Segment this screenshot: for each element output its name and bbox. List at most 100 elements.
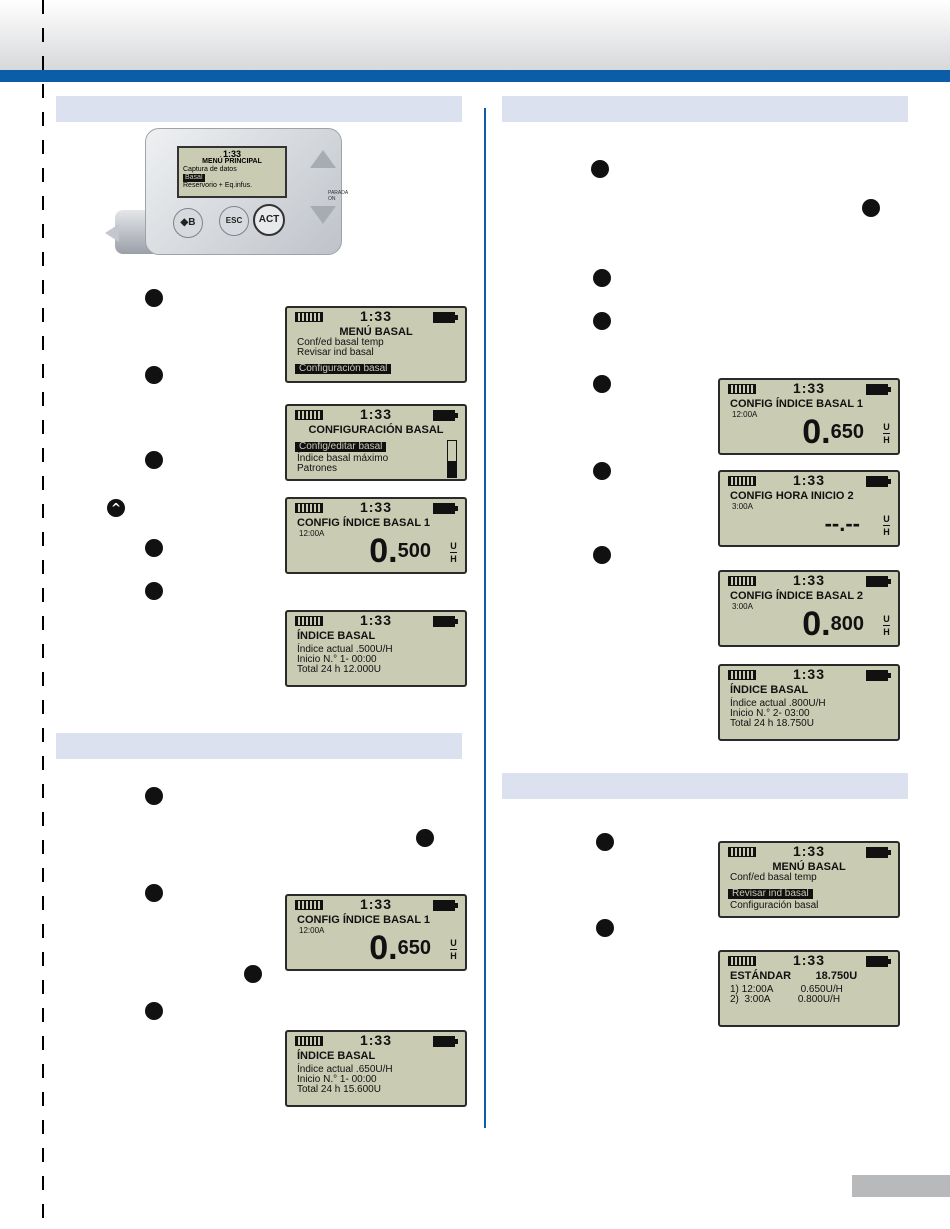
lcd-clock: 1:33 — [792, 472, 826, 488]
reservoir-icon — [728, 670, 756, 680]
lcd-start-time: 3:00A — [732, 602, 753, 611]
lcd-clock: 1:33 — [792, 666, 826, 682]
reservoir-icon — [295, 616, 323, 626]
pump-menu-title: MENÚ PRINCIPAL — [202, 158, 262, 165]
lcd-line: 2) 3:00A 0.800U/H — [730, 994, 841, 1005]
step-marker — [593, 312, 611, 330]
battery-icon — [433, 503, 458, 514]
lcd-line: Conf/ed basal temp — [730, 872, 817, 883]
pump-menu-item: Reservorio + Eq.infus. — [183, 182, 253, 189]
lcd-config-indice-basal: 1:33 CONFIG ÍNDICE BASAL 1 12:00A 0.650 … — [718, 378, 900, 455]
lcd-line: Patrones — [297, 463, 338, 474]
step-marker — [145, 787, 163, 805]
lcd-line: Índice basal máximo — [297, 453, 389, 464]
battery-icon — [433, 900, 458, 911]
section-bar-right-bottom — [502, 773, 908, 799]
step-marker — [145, 1002, 163, 1020]
lcd-line: 1) 12:00A 0.650U/H — [730, 984, 843, 995]
pump-side-label: PARADA ON — [328, 190, 348, 202]
lcd-clock: 1:33 — [359, 499, 393, 515]
lcd-config-indice-basal: 1:33 CONFIG ÍNDICE BASAL 1 12:00A 0.650 … — [285, 894, 467, 971]
lcd-title: ÍNDICE BASAL — [730, 684, 809, 696]
lcd-line: Total 24 h 15.600U — [297, 1084, 381, 1095]
lcd-clock: 1:33 — [792, 380, 826, 396]
lcd-estandar-review: 1:33 ESTÁNDAR 18.750U 1) 12:00A 0.650U/H… — [718, 950, 900, 1027]
lcd-title: CONFIG ÍNDICE BASAL 1 — [297, 517, 431, 529]
column-divider — [484, 108, 486, 1128]
pump-clock: 1:33 — [222, 149, 241, 159]
reservoir-icon — [728, 384, 756, 394]
margin-dashes — [42, 0, 44, 1229]
reservoir-icon — [728, 956, 756, 966]
step-marker — [145, 539, 163, 557]
step-marker — [416, 829, 434, 847]
lcd-title: CONFIG ÍNDICE BASAL 1 — [297, 914, 431, 926]
page-tab — [852, 1175, 950, 1197]
lcd-clock: 1:33 — [359, 896, 393, 912]
step-marker — [244, 965, 262, 983]
battery-icon — [866, 384, 891, 395]
battery-icon — [433, 312, 458, 323]
lcd-clock: 1:33 — [792, 843, 826, 859]
lcd-rate-value: 0.500 — [369, 532, 431, 570]
pump-b-button: ◆B — [173, 208, 203, 238]
step-marker — [145, 366, 163, 384]
lcd-line: Configuración basal — [730, 900, 819, 911]
battery-icon — [866, 576, 891, 587]
lcd-line: Revisar ind basal — [297, 347, 374, 358]
lcd-clock: 1:33 — [359, 1032, 393, 1048]
reservoir-icon — [295, 900, 323, 910]
step-marker — [145, 582, 163, 600]
lcd-indice-basal: 1:33 ÍNDICE BASAL Índice actual .800U/H … — [718, 664, 900, 741]
battery-icon — [433, 616, 458, 627]
lcd-line: Inicio N.° 2- 03:00 — [730, 708, 810, 719]
lcd-title: MENÚ BASAL — [772, 861, 846, 873]
battery-icon — [866, 476, 891, 487]
reservoir-icon — [295, 410, 323, 420]
lcd-clock: 1:33 — [359, 308, 393, 324]
lcd-indice-basal: 1:33 ÍNDICE BASAL Índice actual .650U/H … — [285, 1030, 467, 1107]
pump-act-button: ACT — [253, 204, 285, 236]
lcd-rate-placeholder: --.-- — [824, 511, 860, 536]
step-marker — [593, 546, 611, 564]
lcd-line: Inicio N.° 1- 00:00 — [297, 1074, 377, 1085]
lcd-rate-value: 0.650 — [802, 413, 864, 451]
lcd-line: Índice actual .800U/H — [730, 698, 826, 709]
section-bar-left-bottom — [56, 733, 462, 759]
lcd-menu-basal: 1:33 MENÚ BASAL Conf/ed basal temp Revis… — [285, 306, 467, 383]
lcd-title: ESTÁNDAR 18.750U — [730, 970, 858, 982]
reservoir-icon — [295, 1036, 323, 1046]
reservoir-icon — [295, 312, 323, 322]
lcd-line: Total 24 h 18.750U — [730, 718, 814, 729]
lcd-config-indice-basal: 1:33 CONFIG ÍNDICE BASAL 1 12:00A 0.500 … — [285, 497, 467, 574]
step-marker — [593, 269, 611, 287]
lcd-line: Inicio N.° 1- 00:00 — [297, 654, 377, 665]
lcd-line-selected: Config/editar basal — [295, 442, 387, 452]
pump-menu-item: Captura de datos — [183, 166, 237, 173]
step-marker — [145, 289, 163, 307]
step-marker — [596, 919, 614, 937]
lcd-clock: 1:33 — [359, 612, 393, 628]
header-band — [0, 0, 950, 70]
battery-icon — [433, 410, 458, 421]
step-marker — [593, 375, 611, 393]
lcd-title: CONFIG ÍNDICE BASAL 2 — [730, 590, 864, 602]
lcd-title: ÍNDICE BASAL — [297, 1050, 376, 1062]
step-marker — [862, 199, 880, 217]
lcd-clock: 1:33 — [792, 572, 826, 588]
header-rule — [0, 70, 950, 82]
lcd-start-time: 12:00A — [299, 529, 325, 538]
battery-icon — [433, 1036, 458, 1047]
lcd-menu-basal: 1:33 MENÚ BASAL Conf/ed basal temp Revis… — [718, 841, 900, 918]
reservoir-icon — [295, 503, 323, 513]
battery-icon — [866, 847, 891, 858]
lcd-line-selected: Configuración basal — [295, 364, 392, 374]
lcd-title: CONFIG ÍNDICE BASAL 1 — [730, 398, 864, 410]
step-marker — [145, 884, 163, 902]
